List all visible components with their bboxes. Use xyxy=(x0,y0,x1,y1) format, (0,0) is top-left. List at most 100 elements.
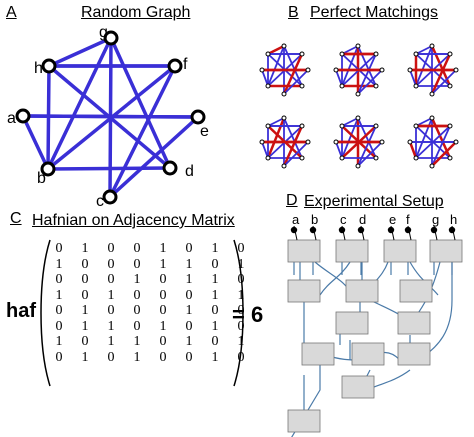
graph-node-label-b: b xyxy=(37,170,46,187)
matching-node xyxy=(299,123,305,129)
beam-splitter-box xyxy=(335,311,369,335)
matching-node xyxy=(407,67,413,73)
matrix-cell: 0 xyxy=(107,272,115,287)
matrix-cell: 0 xyxy=(107,349,115,365)
matching-node xyxy=(413,83,419,89)
matrix-cell: 1 xyxy=(107,287,115,303)
matching-edge xyxy=(357,125,377,167)
matching-edge xyxy=(335,69,343,87)
matrix-cell: 1 xyxy=(107,318,115,334)
matrix-cell: 1 xyxy=(211,272,219,287)
beam-splitter-box xyxy=(399,279,433,303)
matching-node xyxy=(373,155,379,161)
graph-node-label-d: d xyxy=(185,163,194,180)
matching-node xyxy=(407,139,413,145)
matching-node xyxy=(333,139,339,145)
matrix-cell: 1 xyxy=(185,272,193,287)
matrix-cell: 0 xyxy=(185,241,193,256)
matching-node xyxy=(447,83,453,89)
matrix-cell: 0 xyxy=(159,334,167,349)
graph-node-label-a: a xyxy=(7,110,16,127)
matching-edge xyxy=(267,45,285,87)
graph-edge-c-f xyxy=(108,64,177,199)
beam-splitter-box xyxy=(301,342,335,366)
matching-edge xyxy=(283,117,303,159)
input-source-c: c xyxy=(338,212,347,241)
matching-5 xyxy=(333,115,385,169)
panel-c-title: Hafnian on Adjacency Matrix xyxy=(32,212,235,229)
graph-node-d xyxy=(162,160,178,176)
matching-node xyxy=(299,83,305,89)
beam-splitter-box xyxy=(351,342,385,366)
matching-node xyxy=(429,43,435,49)
matching-node xyxy=(333,67,339,73)
matrix-cell: 1 xyxy=(107,334,115,349)
optical-waveguide xyxy=(319,261,351,296)
graph-node-label-f: f xyxy=(183,56,188,73)
panel-d-letter: D xyxy=(286,192,298,209)
input-label-c: c xyxy=(340,212,347,227)
matching-edge xyxy=(431,125,451,167)
matching-edge xyxy=(341,117,359,127)
matrix-cell: 0 xyxy=(55,272,63,287)
matching-node xyxy=(373,83,379,89)
panel-a-letter: A xyxy=(6,4,17,21)
matrix-cell: 1 xyxy=(211,318,219,334)
hafnian-result: = 6 xyxy=(232,302,264,327)
matching-node xyxy=(373,51,379,57)
matching-node xyxy=(339,51,345,57)
matching-node xyxy=(429,115,435,121)
panel-d-title: Experimental Setup xyxy=(304,193,444,210)
matching-node xyxy=(259,139,265,145)
graph-node-label-g: g xyxy=(99,24,108,41)
input-label-b: b xyxy=(311,212,318,227)
matching-node xyxy=(447,155,453,161)
matrix-cell: 1 xyxy=(185,334,193,349)
matrix-cell: 0 xyxy=(133,318,141,334)
graph-node-b xyxy=(40,161,56,177)
matching-edge xyxy=(267,117,285,127)
matching-node xyxy=(339,83,345,89)
matching-edge xyxy=(431,69,457,95)
matrix-cell: 0 xyxy=(81,272,89,287)
matching-node xyxy=(355,115,361,121)
matrix-cell: 0 xyxy=(159,272,167,287)
matching-node xyxy=(281,91,287,97)
matrix-cell: 1 xyxy=(159,318,167,334)
matching-node xyxy=(299,51,305,57)
matching-node xyxy=(379,139,385,145)
matching-node xyxy=(355,43,361,49)
beam-splitter-box xyxy=(341,375,375,399)
matrix-cell: 0 xyxy=(133,256,141,272)
matrix-cell: 1 xyxy=(55,256,63,272)
graph-edge-g-b xyxy=(46,36,113,171)
beam-splitter-box xyxy=(335,239,369,263)
matrix-cell: 0 xyxy=(237,241,245,256)
input-source-a: a xyxy=(290,212,300,241)
matrix-cell: 1 xyxy=(81,318,89,334)
matching-2 xyxy=(333,43,385,97)
matching-node xyxy=(299,155,305,161)
matrix-cell: 0 xyxy=(237,272,245,287)
matching-node xyxy=(355,91,361,97)
hafnian-function-label: haf xyxy=(6,300,36,322)
matrix-cell: 0 xyxy=(107,256,115,272)
matrix-cell: 0 xyxy=(133,303,141,318)
matching-edge xyxy=(283,45,303,87)
matching-node xyxy=(265,51,271,57)
graph-edge-e-a xyxy=(21,114,200,119)
matrix-cell: 1 xyxy=(211,349,219,365)
matrix-cell: 1 xyxy=(133,272,141,287)
input-label-g: g xyxy=(432,212,439,227)
matching-edge xyxy=(282,125,304,167)
beam-splitter-box xyxy=(345,279,379,303)
matrix-cell: 1 xyxy=(211,241,219,256)
matrix-cell: 1 xyxy=(133,349,141,365)
matrix-cell: 0 xyxy=(81,256,89,272)
